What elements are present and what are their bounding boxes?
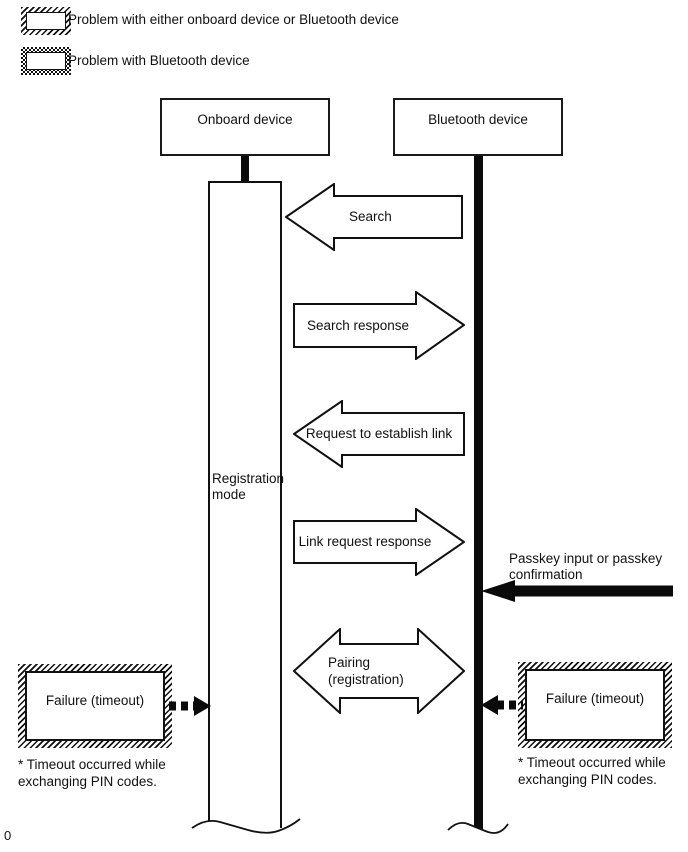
bluetooth-device-box: Bluetooth device bbox=[393, 98, 563, 156]
break-wave-bluetooth-icon bbox=[447, 821, 509, 844]
bluetooth-lifeline bbox=[474, 156, 483, 831]
failure-note-right: * Timeout occurred while exchanging PIN … bbox=[518, 755, 666, 787]
message-label-link-request-response: Link request response bbox=[298, 534, 432, 549]
failure-dashed-arrow-right-icon bbox=[169, 696, 211, 716]
passkey-label: Passkey input or passkey confirmation bbox=[509, 551, 663, 582]
legend-stippled-swatch-icon bbox=[21, 47, 71, 75]
legend-label-hatched: Problem with either onboard device or Bl… bbox=[68, 12, 399, 27]
bluetooth-device-label: Bluetooth device bbox=[428, 112, 528, 127]
message-label-request-establish-link: Request to establish link bbox=[305, 426, 453, 441]
failure-box-left: Failure (timeout) bbox=[18, 664, 172, 748]
pairing-double-arrow-icon bbox=[293, 628, 465, 714]
page-marker: 0 bbox=[4, 828, 12, 843]
message-label-pairing: Pairing (registration) bbox=[328, 655, 404, 687]
message-label-search: Search bbox=[349, 209, 392, 224]
search-response-arrow-right-icon bbox=[293, 291, 465, 360]
failure-title-right: Failure (timeout) bbox=[545, 691, 645, 706]
message-label-search-response: Search response bbox=[306, 317, 410, 333]
failure-note-left: * Timeout occurred while exchanging PIN … bbox=[18, 757, 166, 789]
failure-title-left: Failure (timeout) bbox=[45, 693, 145, 708]
legend-hatched-swatch-icon bbox=[21, 7, 71, 35]
legend-label-stippled: Problem with Bluetooth device bbox=[68, 53, 250, 68]
search-arrow-left-icon bbox=[285, 183, 463, 251]
request-establish-link-arrow-left-icon bbox=[293, 400, 465, 468]
failure-dashed-arrow-left-icon bbox=[481, 695, 523, 715]
registration-mode-bar bbox=[208, 181, 282, 828]
link-request-response-arrow-right-icon bbox=[293, 508, 465, 576]
break-wave-registration-icon bbox=[191, 818, 301, 844]
registration-mode-label: Registration mode bbox=[212, 471, 285, 502]
onboard-device-box: Onboard device bbox=[160, 98, 330, 156]
passkey-arrow-left-icon bbox=[481, 580, 673, 602]
onboard-device-label: Onboard device bbox=[197, 112, 293, 127]
failure-box-right: Failure (timeout) bbox=[518, 662, 672, 748]
onboard-connector-stub bbox=[241, 156, 249, 182]
